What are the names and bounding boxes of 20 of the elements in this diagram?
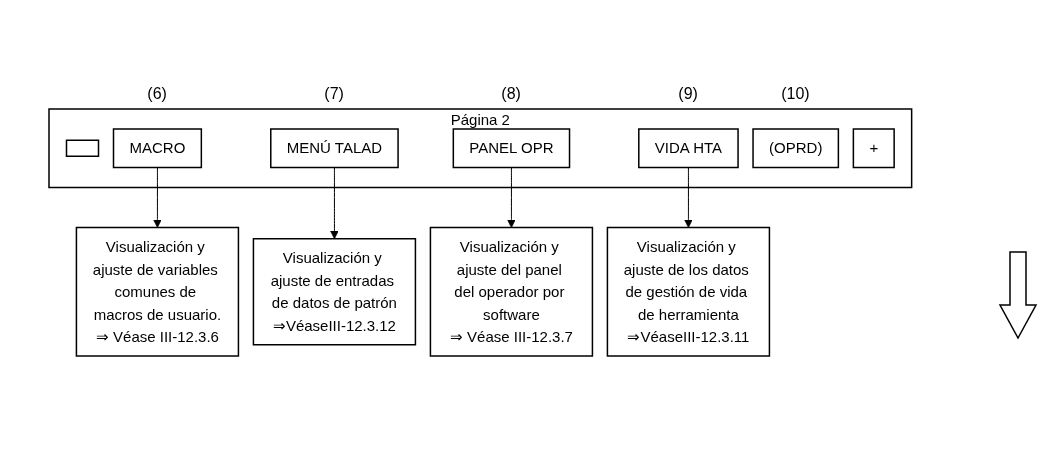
key-number: (6)	[147, 84, 167, 103]
arrow	[152, 166, 162, 228]
node-box: Visualización y ajuste del panel del operador por software ⇒ Véase III-12.3.7	[429, 226, 593, 357]
arrow	[683, 166, 693, 228]
node-box: VIDA HTA	[637, 127, 739, 168]
node-box: (OPRD)	[751, 127, 839, 168]
arrow	[329, 166, 339, 239]
key-number: (10)	[781, 84, 810, 103]
key-number: (8)	[501, 84, 521, 103]
node-box: PANEL OPR	[452, 127, 570, 168]
node-box: MACRO	[112, 127, 202, 168]
node-box	[65, 139, 99, 157]
node-box: +	[852, 127, 895, 168]
key-number: (7)	[324, 84, 344, 103]
node-box: Visualización y ajuste de entradas de datos de patrón ⇒VéaseIII-12.3.12	[252, 237, 416, 345]
key-number: (9)	[678, 84, 698, 103]
node-box: Visualización y ajuste de variables comunes de macros de usuario. ⇒ Véase III-12.3.6	[75, 226, 239, 357]
node-box: Visualización y ajuste de los datos de gestión de vida de herramienta ⇒VéaseIII-12.3.11	[606, 226, 770, 357]
arrow	[506, 166, 516, 228]
node-box: MENÚ TALAD	[269, 127, 399, 168]
